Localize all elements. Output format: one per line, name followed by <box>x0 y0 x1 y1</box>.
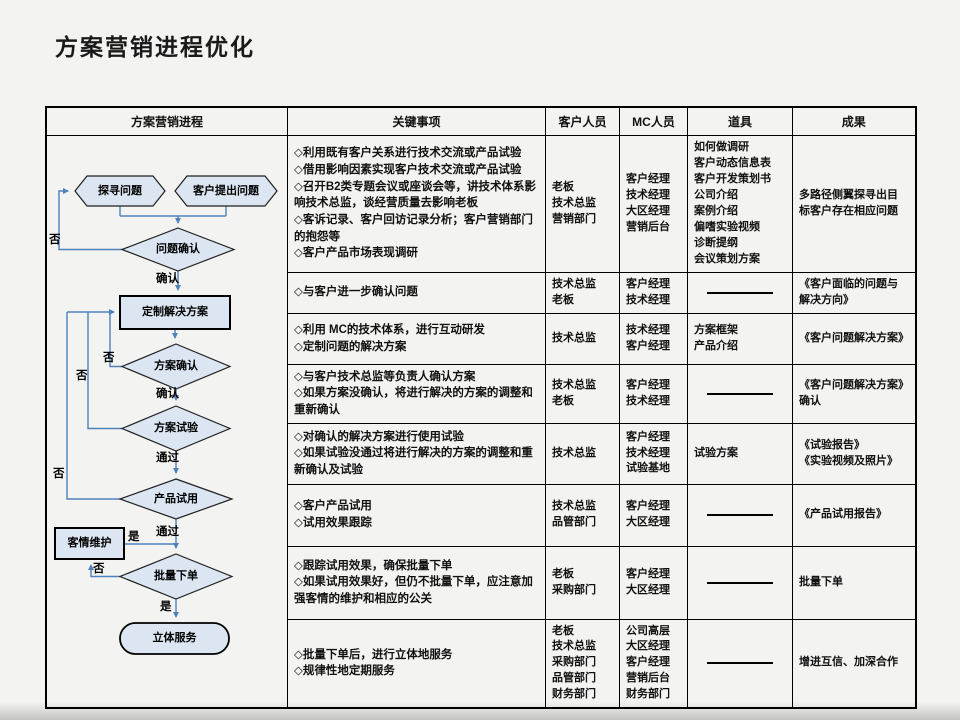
cell-props <box>687 618 793 709</box>
cell-result: 《客户问题解决方案》 <box>792 312 916 365</box>
cell-result: 《产品试用报告》 <box>792 483 916 547</box>
cell-mc: 客户经理 技术经理 <box>619 363 688 424</box>
rect-relationship-maintain <box>54 527 125 560</box>
cell-result: 《试验报告》 《实验视频及照片》 <box>792 422 916 485</box>
cell-result: 《客户问题解决方案》确认 <box>792 363 916 424</box>
flowchart: 探寻问题 客户提出问题 问题确认 定制解决方案 方案确认 方案试验 产品试用 客… <box>47 136 287 685</box>
props-dash <box>707 392 773 395</box>
cell-mc: 客户经理 大区经理 <box>619 483 688 547</box>
cell-props <box>687 271 793 314</box>
col-header-process: 方案营销进程 <box>45 106 288 136</box>
cell-mc: 技术经理 客户经理 <box>619 312 688 365</box>
props-dash <box>707 291 773 294</box>
edge-label-confirm2: 确认 <box>156 388 179 400</box>
cell-result: 多路径侧翼探寻出目标客户存在相应问题 <box>792 135 916 273</box>
cell-key-items: ◇利用既有客户关系进行技术交流或产品试验 ◇借用影响因素实现客户技术交流或产品试… <box>287 135 546 273</box>
cell-customer: 技术总监 <box>545 422 620 485</box>
rect-custom-solution <box>119 295 231 330</box>
diamond-solution-confirm <box>120 343 232 390</box>
col-header-result: 成果 <box>792 106 916 136</box>
diamond-solution-trial <box>120 405 232 452</box>
edge-label-no2: 否 <box>103 352 115 364</box>
cell-customer: 老板 技术总监 营销部门 <box>545 135 620 273</box>
cell-customer: 老板 采购部门 <box>545 545 620 620</box>
edge-label-no3: 否 <box>76 370 88 382</box>
flowchart-cell: 探寻问题 客户提出问题 问题确认 定制解决方案 方案确认 方案试验 产品试用 客… <box>45 135 288 709</box>
table-row: ◇与客户技术总监等负责人确认方案 ◇如果方案没确认，将进行解决的方案的调整和重新… <box>46 363 916 424</box>
cell-key-items: ◇对确认的解决方案进行使用试验 ◇如果试验没通过将进行解决的方案的调整和重新确认… <box>287 422 546 485</box>
props-dash <box>707 581 773 584</box>
table-row: ◇与客户进一步确认问题 技术总监 老板 客户经理 技术经理 《客户面临的问题与解… <box>46 271 916 314</box>
edge-label-no5: 否 <box>93 563 105 575</box>
col-header-customer: 客户人员 <box>545 106 620 136</box>
diamond-bulk-order <box>118 553 234 600</box>
cell-key-items: ◇与客户进一步确认问题 <box>287 271 546 314</box>
cell-customer: 技术总监 老板 <box>545 271 620 314</box>
edge-label-yes2: 是 <box>160 601 172 613</box>
cell-customer: 技术总监 老板 <box>545 363 620 424</box>
cell-props: 试验方案 <box>687 422 793 485</box>
table-row: ◇利用 MC的技术体系，进行互动研发 ◇定制问题的解决方案 技术总监 技术经理 … <box>46 312 916 365</box>
cell-key-items: ◇利用 MC的技术体系，进行互动研发 ◇定制问题的解决方案 <box>287 312 546 365</box>
cell-props: 如何做调研 客户动态信息表 客户开发策划书 公司介绍 案例介绍 偏嗜实验视频 诊… <box>687 135 793 273</box>
cell-result: 《客户面临的问题与解决方向》 <box>792 271 916 314</box>
edge-label-yes1: 是 <box>128 531 140 543</box>
cell-customer: 技术总监 品管部门 <box>545 483 620 547</box>
process-table: 方案营销进程 关键事项 客户人员 MC人员 道具 成果 <box>45 106 917 710</box>
diamond-problem-confirm <box>120 227 236 272</box>
cell-customer: 技术总监 <box>545 312 620 365</box>
bottom-shadow <box>0 702 960 720</box>
col-header-props: 道具 <box>687 106 793 136</box>
cell-props: 方案框架 产品介绍 <box>687 312 793 365</box>
cell-mc: 客户经理 技术经理 试验基地 <box>619 422 688 485</box>
props-dash <box>707 662 773 665</box>
edge-label-no1: 否 <box>49 234 61 246</box>
hexagon-explore-problem <box>74 175 166 207</box>
cell-mc: 客户经理 技术经理 大区经理 营销后台 <box>619 135 688 273</box>
props-dash <box>707 514 773 517</box>
col-header-mc: MC人员 <box>619 106 688 136</box>
stadium-solid-service <box>119 622 230 655</box>
cell-mc: 公司高层 大区经理 客户经理 营销后台 财务部门 <box>619 618 688 709</box>
cell-key-items: ◇客户产品试用 ◇试用效果跟踪 <box>287 483 546 547</box>
cell-result: 增进互信、加深合作 <box>792 618 916 709</box>
diamond-product-trial <box>118 478 234 520</box>
hexagon-customer-raise-problem <box>174 175 278 207</box>
edge-label-pass2: 通过 <box>156 526 179 538</box>
flowchart-graphics <box>54 175 278 655</box>
cell-key-items: ◇与客户技术总监等负责人确认方案 ◇如果方案没确认，将进行解决的方案的调整和重新… <box>287 363 546 424</box>
cell-mc: 客户经理 技术经理 <box>619 271 688 314</box>
table-row: ◇跟踪试用效果，确保批量下单 ◇如果试用效果好，但仍不批量下单，应注意加强客情的… <box>46 545 916 620</box>
table-row: ◇客户产品试用 ◇试用效果跟踪 技术总监 品管部门 客户经理 大区经理 《产品试… <box>46 483 916 547</box>
col-header-key-items: 关键事项 <box>287 106 546 136</box>
table-row: ◇对确认的解决方案进行使用试验 ◇如果试验没通过将进行解决的方案的调整和重新确认… <box>46 422 916 485</box>
cell-props <box>687 545 793 620</box>
cell-customer: 老板 技术总监 采购部门 品管部门 财务部门 <box>545 618 620 709</box>
page-title: 方案营销进程优化 <box>55 34 255 60</box>
edge-label-no4: 否 <box>53 468 65 480</box>
cell-key-items: ◇跟踪试用效果，确保批量下单 ◇如果试用效果好，但仍不批量下单，应注意加强客情的… <box>287 545 546 620</box>
table-row: ◇批量下单后，进行立体地服务 ◇规律性地定期服务 老板 技术总监 采购部门 品管… <box>46 618 916 709</box>
cell-props <box>687 363 793 424</box>
edge-label-confirm1: 确认 <box>156 273 179 285</box>
header-row: 方案营销进程 关键事项 客户人员 MC人员 道具 成果 <box>45 106 916 136</box>
edge-label-pass1: 通过 <box>156 452 179 464</box>
cell-mc: 客户经理 大区经理 <box>619 545 688 620</box>
cell-key-items: ◇批量下单后，进行立体地服务 ◇规律性地定期服务 <box>287 618 546 709</box>
cell-props <box>687 483 793 547</box>
table-row: 探寻问题 客户提出问题 问题确认 定制解决方案 方案确认 方案试验 产品试用 客… <box>45 135 916 709</box>
cell-result: 批量下单 <box>792 545 916 620</box>
process-table-wrapper: 方案营销进程 关键事项 客户人员 MC人员 道具 成果 <box>45 106 917 710</box>
